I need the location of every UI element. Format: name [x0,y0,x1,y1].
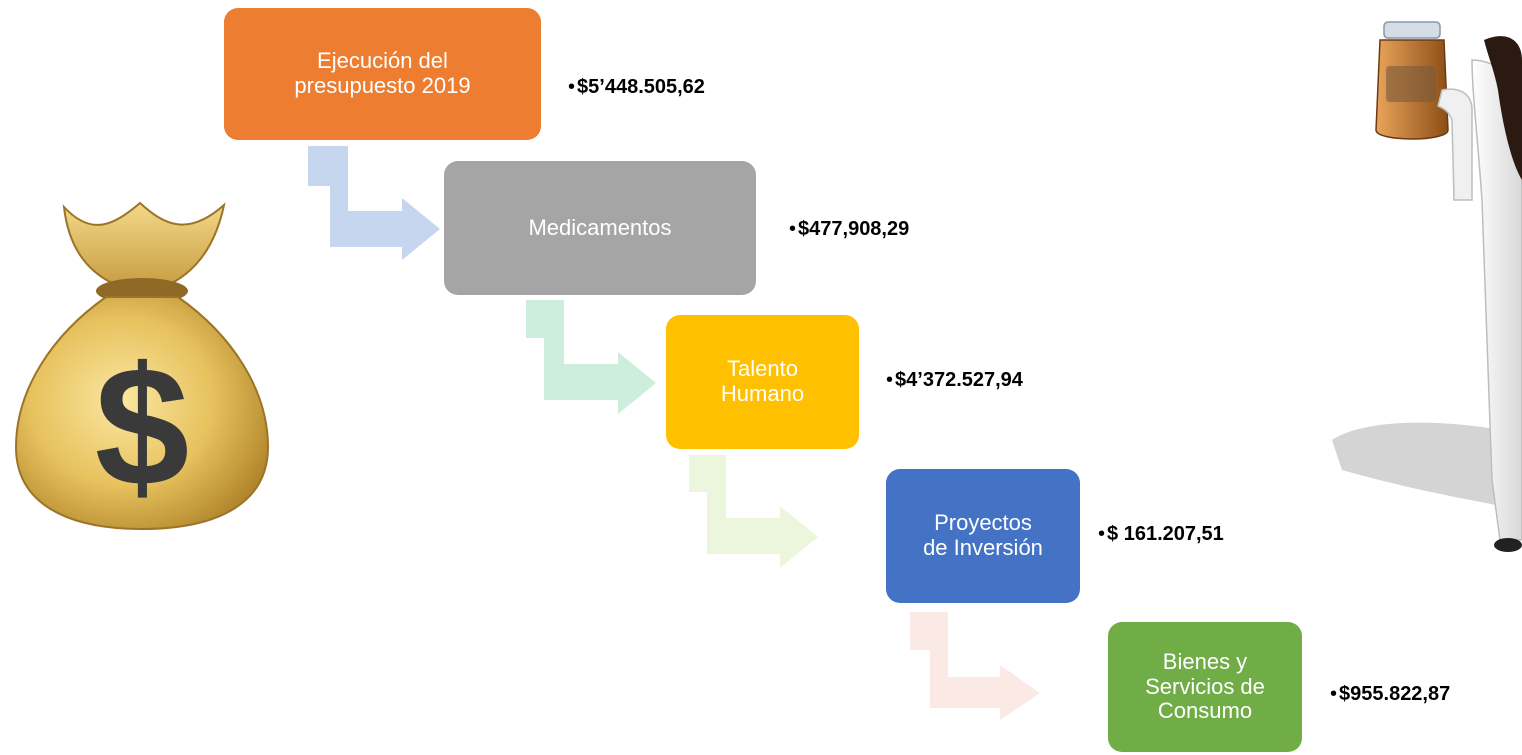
amount-value: $4’372.527,94 [895,369,1023,391]
step-box-medicines: Medicamentos [444,161,756,295]
amount-budget-execution: •$5’448.505,62 [568,76,705,99]
connector-arrow-1 [308,146,440,260]
svg-text:$: $ [95,332,190,522]
amount-value: $477,908,29 [798,218,910,240]
amount-goods-services: •$955.822,87 [1330,683,1450,706]
connector-arrow-3 [689,455,818,568]
money-bag-icon: $ [14,201,270,531]
amount-human-talent: •$4’372.527,94 [886,369,1023,392]
step-label-human-talent: Talento Humano [720,356,805,406]
step-box-goods-services: Bienes y Servicios de Consumo [1108,622,1302,752]
step-label-budget-execution: Ejecución del presupuesto 2019 [294,48,471,98]
bullet: • [789,218,797,240]
step-label-investment-projects: Proyectos de Inversión [923,510,1043,560]
connector-arrow-4 [910,612,1040,720]
step-box-human-talent: Talento Humano [666,315,859,449]
amount-value: $955.822,87 [1339,683,1451,705]
bullet: • [886,369,894,391]
step-label-goods-services: Bienes y Servicios de Consumo [1145,649,1265,724]
step-box-budget-execution: Ejecución del presupuesto 2019 [224,8,541,140]
doctor-illustration [1332,21,1522,552]
step-box-investment-projects: Proyectos de Inversión [886,469,1080,603]
amount-value: $ 161.207,51 [1107,523,1224,545]
bullet: • [568,76,576,98]
bullet: • [1330,683,1338,705]
amount-medicines: •$477,908,29 [789,218,909,241]
amount-investment-projects: •$ 161.207,51 [1098,523,1224,546]
step-label-medicines: Medicamentos [528,214,672,240]
connector-arrow-2 [526,300,656,414]
amount-value: $5’448.505,62 [577,76,705,98]
bullet: • [1098,523,1106,545]
